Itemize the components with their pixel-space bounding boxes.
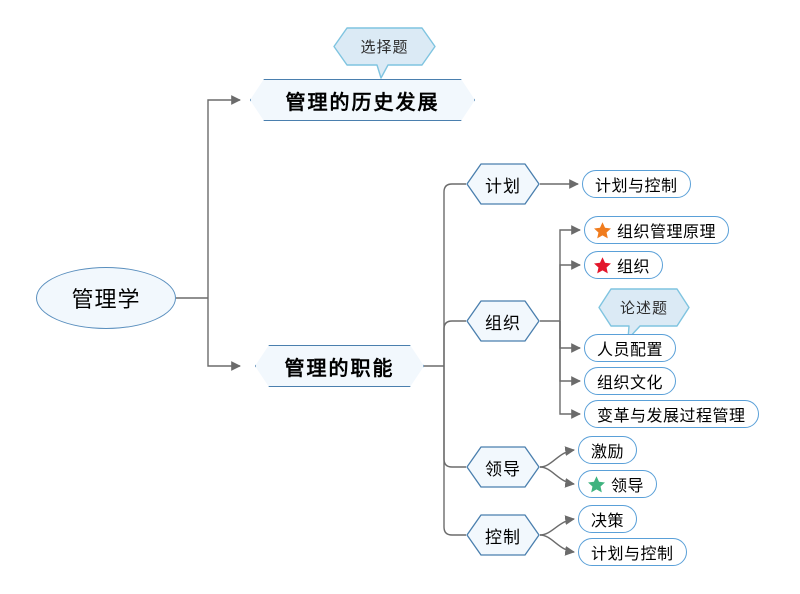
callout-essay-label: 论述题 xyxy=(619,298,668,317)
callout-choice-label: 选择题 xyxy=(360,37,409,56)
root-node[interactable]: 管理学 xyxy=(36,267,176,329)
branch-node-functions[interactable]: 管理的职能 xyxy=(255,345,424,387)
leaf-node-plan-control[interactable]: 计划与控制 xyxy=(582,170,691,198)
leaf-label: 组织 xyxy=(617,257,651,276)
root-label: 管理学 xyxy=(71,288,141,313)
leaf-node-org-principles[interactable]: 组织管理原理 xyxy=(584,216,730,244)
subbranch-lead-label: 领导 xyxy=(485,459,521,480)
branch-node-history[interactable]: 管理的历史发展 xyxy=(250,79,475,121)
leaf-node-control-plan[interactable]: 计划与控制 xyxy=(578,538,687,566)
leaf-label: 组织文化 xyxy=(597,373,664,392)
leaf-label: 领导 xyxy=(611,476,645,495)
leaf-node-staffing[interactable]: 人员配置 xyxy=(584,334,677,362)
subbranch-node-lead[interactable]: 领导 xyxy=(466,446,540,488)
subbranch-organize-label: 组织 xyxy=(485,313,521,334)
callout-choice-question[interactable]: 选择题 xyxy=(333,27,436,79)
leaf-node-leadership[interactable]: 领导 xyxy=(578,470,658,498)
leaf-node-change-development[interactable]: 变革与发展过程管理 xyxy=(584,400,759,428)
subbranch-node-organize[interactable]: 组织 xyxy=(466,300,540,342)
leaf-label: 计划与控制 xyxy=(595,176,678,195)
star-icon xyxy=(593,221,612,240)
leaf-label: 变革与发展过程管理 xyxy=(597,406,746,425)
subbranch-control-label: 控制 xyxy=(485,527,521,548)
leaf-node-motivation[interactable]: 激励 xyxy=(578,436,638,464)
leaf-label: 组织管理原理 xyxy=(617,222,717,241)
leaf-label: 计划与控制 xyxy=(591,544,674,563)
branch-functions-label: 管理的职能 xyxy=(284,355,395,380)
subbranch-plan-label: 计划 xyxy=(485,176,521,197)
leaf-label: 决策 xyxy=(591,511,625,530)
callout-essay-question[interactable]: 论述题 xyxy=(598,288,690,340)
subbranch-node-plan[interactable]: 计划 xyxy=(466,163,540,205)
branch-history-label: 管理的历史发展 xyxy=(285,89,440,114)
leaf-node-org-culture[interactable]: 组织文化 xyxy=(584,367,677,395)
star-icon xyxy=(593,256,612,275)
leaf-node-decision[interactable]: 决策 xyxy=(578,505,638,533)
leaf-label: 激励 xyxy=(591,442,625,461)
leaf-label: 人员配置 xyxy=(597,340,664,359)
star-icon xyxy=(587,475,606,494)
leaf-node-org[interactable]: 组织 xyxy=(584,251,664,279)
subbranch-node-control[interactable]: 控制 xyxy=(466,514,540,556)
